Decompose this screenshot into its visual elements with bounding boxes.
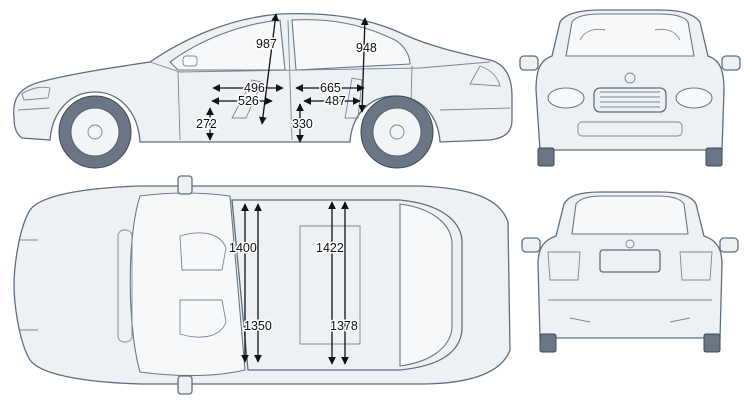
top-bumper-lines <box>20 239 38 331</box>
front-seat-headrests <box>579 28 681 41</box>
front-left-tire <box>537 147 555 167</box>
side-taillight <box>469 65 501 87</box>
top-passenger-seat <box>179 299 227 338</box>
top-view <box>13 175 511 395</box>
rear-view <box>521 191 739 353</box>
front-grille-slats <box>600 91 660 108</box>
top-right-mirror <box>177 375 193 395</box>
rear-exhaust-hint <box>569 317 691 323</box>
side-headlight <box>21 86 51 101</box>
rear-left-tire <box>539 333 557 353</box>
side-b-pillar <box>287 19 293 141</box>
front-grille <box>593 87 667 113</box>
top-hood-vent <box>117 229 133 343</box>
rear-right-mirror <box>719 237 739 253</box>
rear-right-taillight <box>679 251 713 281</box>
rear-emblem-icon <box>625 239 635 249</box>
rear-hip-width-label: 1378 <box>330 319 358 333</box>
rear-seat-cushion-label: 487 <box>325 94 346 108</box>
side-bumper-lines <box>17 107 511 111</box>
front-windshield <box>565 13 695 57</box>
front-left-mirror <box>519 55 539 71</box>
top-rear-bench <box>299 225 361 345</box>
side-belt-line <box>149 61 491 73</box>
top-left-mirror <box>177 175 193 195</box>
front-right-mirror <box>721 55 741 71</box>
rear-elbow-width-label: 1422 <box>316 241 344 255</box>
side-front-window <box>169 19 286 71</box>
top-rear-window <box>399 203 453 367</box>
side-rear-rim <box>372 107 422 157</box>
side-rear-window <box>291 19 411 71</box>
front-right-tire <box>705 147 723 167</box>
sill-height-label: 272 <box>196 117 217 131</box>
front-headroom-label: 987 <box>256 37 277 51</box>
rear-left-taillight <box>547 251 581 281</box>
rear-headroom-label: 948 <box>356 41 377 55</box>
top-windshield <box>129 192 246 377</box>
front-seat-cushion-label: 526 <box>238 94 259 108</box>
side-front-rim <box>70 107 120 157</box>
front-hip-width-label: 1350 <box>244 319 272 333</box>
front-headroom-line <box>259 13 279 125</box>
rear-right-tire <box>703 333 721 353</box>
rear-plate-area <box>599 249 661 273</box>
side-front-door-edge <box>177 71 181 141</box>
front-view <box>519 9 741 167</box>
side-mirror <box>182 55 198 67</box>
side-front-hub <box>87 124 103 140</box>
top-dimensions: 1400 1350 1422 1378 <box>228 201 359 365</box>
front-lower-intake <box>577 121 683 137</box>
front-elbow-width-label: 1400 <box>229 241 257 255</box>
front-legroom-label: 496 <box>244 81 265 95</box>
front-emblem-icon <box>624 72 636 84</box>
side-dimensions: 987 948 496 526 665 487 272 330 <box>195 13 378 143</box>
front-right-headlight <box>675 87 713 109</box>
rear-left-mirror <box>521 237 541 253</box>
rear-headroom-line <box>358 17 369 113</box>
rear-window <box>571 195 689 235</box>
top-driver-seat <box>179 232 227 271</box>
rear-legroom-label: 665 <box>320 81 341 95</box>
front-left-headlight <box>547 87 585 109</box>
side-rear-hub <box>389 124 405 140</box>
rear-floor-height-label: 330 <box>292 117 313 131</box>
